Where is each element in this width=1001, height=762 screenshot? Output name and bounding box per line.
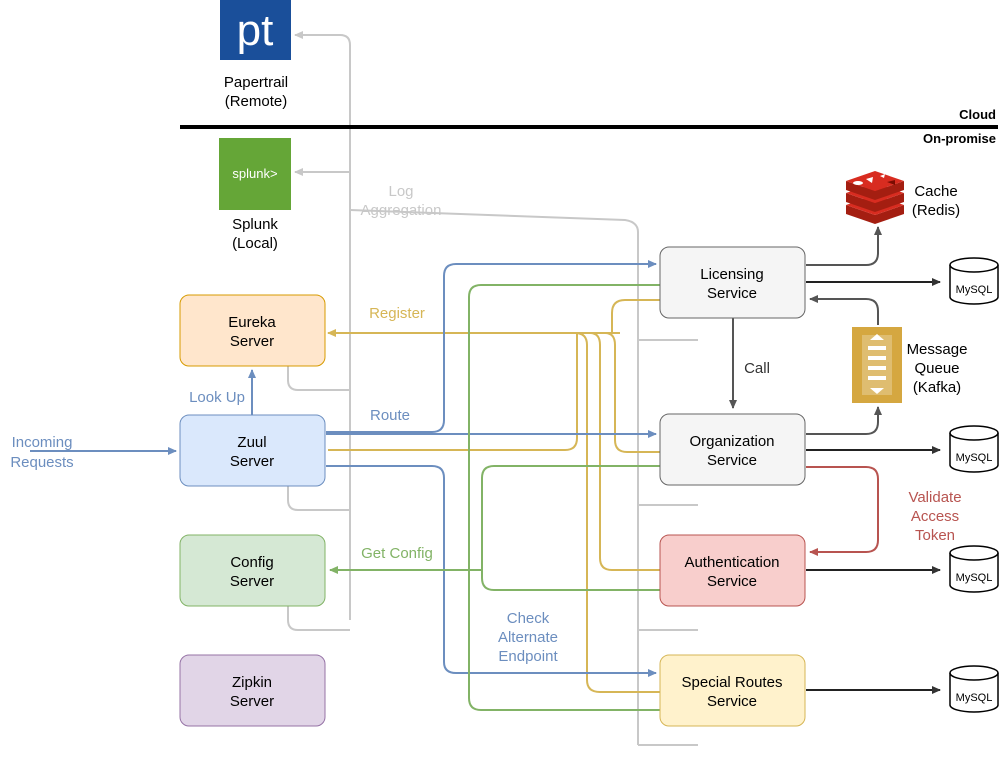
get-config-label: Get Config [361,545,433,562]
redis-cache: Cache (Redis) [846,171,960,224]
edge-labels: Incoming Requests Log Aggregation Regist… [10,183,961,665]
call-label: Call [744,360,770,377]
check-endpoint-label-sub: Alternate [498,629,558,646]
incoming-requests-label-sub: Requests [10,454,73,471]
register-label: Register [369,305,425,322]
cloud-zone-label: Cloud [959,107,996,122]
look-up-label: Look Up [189,389,245,406]
zipkin-server[interactable]: Zipkin Server [179,654,326,727]
zuul-server[interactable]: Zuul Server [179,414,326,487]
route-connectors [30,260,657,677]
organization-service-label-sub: Service [707,452,757,469]
incoming-requests-label: Incoming [12,434,73,451]
splunk-icon [219,138,291,210]
check-endpoint-label-sub2: Endpoint [498,648,558,665]
on-premise-zone-label: On-promise [923,131,996,146]
check-endpoint-label: Check [507,610,550,627]
kafka-queue: Message Queue (Kafka) [852,327,967,403]
special-routes-service-label: Special Routes [682,674,783,691]
authentication-service[interactable]: Authentication Service [659,534,806,607]
redis-caption: Cache [914,183,957,200]
config-server[interactable]: Config Server [179,534,326,607]
papertrail-logo: pt Papertrail (Remote) [220,0,291,110]
splunk-caption-sub: (Local) [232,235,278,252]
validate-token-label: Validate [908,489,961,506]
config-server-label-sub: Server [230,573,274,590]
papertrail-icon [220,0,291,60]
mysql-label: MySQL [956,572,993,584]
log-aggregation-label: Log [388,183,413,200]
log-aggregation-label-sub: Aggregation [361,202,442,219]
validate-token-label-sub2: Token [915,527,955,544]
mysql-database: MySQL [949,545,999,593]
eureka-server-label: Eureka [228,314,276,331]
special-routes-service[interactable]: Special Routes Service [659,654,806,727]
config-server-label: Config [230,554,273,571]
zipkin-server-label-sub: Server [230,693,274,710]
kafka-caption-sub2: (Kafka) [913,379,961,396]
eureka-server[interactable]: Eureka Server [179,294,326,367]
mysql-label: MySQL [956,692,993,704]
licensing-service[interactable]: Licensing Service [659,246,806,319]
kafka-caption: Message [907,341,968,358]
licensing-service-label-sub: Service [707,285,757,302]
organization-service[interactable]: Organization Service [659,413,806,486]
kafka-caption-sub: Queue [914,360,959,377]
authentication-service-label: Authentication [684,554,779,571]
validate-token-label-sub: Access [911,508,959,525]
papertrail-caption-sub: (Remote) [225,93,288,110]
mysql-label: MySQL [956,452,993,464]
papertrail-caption: Papertrail [224,74,288,91]
redis-caption-sub: (Redis) [912,202,960,219]
mysql-database: MySQL [949,665,999,713]
splunk-glyph: splunk> [232,166,277,181]
authentication-service-label-sub: Service [707,573,757,590]
eureka-server-label-sub: Server [230,333,274,350]
mysql-database: MySQL [949,425,999,473]
mysql-label: MySQL [956,284,993,296]
mysql-database: MySQL [949,257,999,305]
zuul-server-label-sub: Server [230,453,274,470]
zone-divider: Cloud On-promise [180,107,998,146]
papertrail-glyph: pt [237,6,274,55]
splunk-caption: Splunk [232,216,278,233]
licensing-service-label: Licensing [700,266,763,283]
zipkin-server-label: Zipkin [232,674,272,691]
config-connectors [329,284,660,711]
route-label: Route [370,407,410,424]
splunk-logo: splunk> Splunk (Local) [219,138,291,252]
special-routes-service-label-sub: Service [707,693,757,710]
log-aggregation-connectors [287,31,698,746]
service-connectors [729,226,941,694]
organization-service-label: Organization [689,433,774,450]
redis-icon [846,171,904,224]
zuul-server-label: Zuul [237,434,266,451]
register-connectors [327,299,660,693]
kafka-icon [852,327,902,403]
